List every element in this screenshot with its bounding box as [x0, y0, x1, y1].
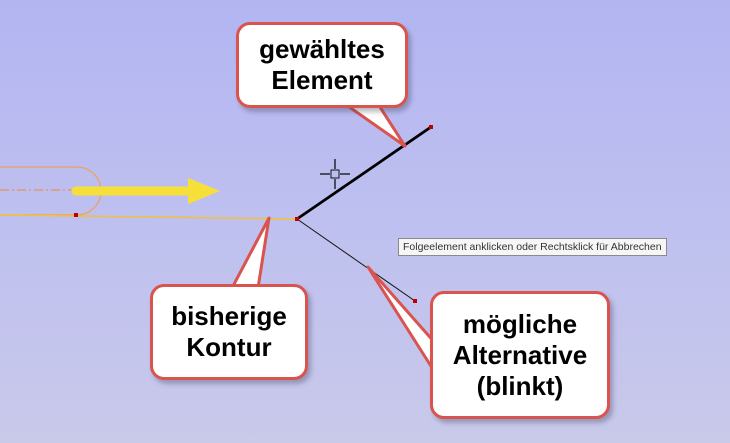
endpoint-marker: [74, 213, 78, 217]
callout-selected-element: gewähltes Element: [236, 22, 408, 108]
previous-contour-line: [0, 214, 298, 220]
arrow-right-icon: [71, 178, 220, 204]
endpoint-marker: [429, 125, 433, 129]
endpoint-marker: [413, 299, 417, 303]
crosshair-cursor-icon: [320, 159, 350, 189]
callout-line: Alternative: [452, 339, 588, 370]
callout-line: bisherige: [171, 301, 287, 331]
alternative-element-line[interactable]: [296, 218, 416, 302]
endpoint-marker: [295, 217, 299, 221]
callout-pointer-alternative: [366, 265, 438, 376]
status-tooltip: Folgeelement anklicken oder Rechtsklick …: [398, 238, 667, 256]
callout-previous-contour: bisherige Kontur: [150, 284, 308, 380]
callout-pointer-selected: [343, 102, 407, 148]
callout-line: Element: [271, 65, 373, 95]
callout-pointer-contour: [230, 216, 271, 290]
callout-possible-alternative: mögliche Alternative (blinkt): [430, 291, 610, 419]
callout-line: Kontur: [186, 332, 272, 362]
callout-line: mögliche: [462, 308, 578, 339]
callout-line: (blinkt): [476, 370, 564, 401]
callout-line: gewähltes: [259, 34, 385, 64]
selected-element-line[interactable]: [295, 125, 433, 221]
